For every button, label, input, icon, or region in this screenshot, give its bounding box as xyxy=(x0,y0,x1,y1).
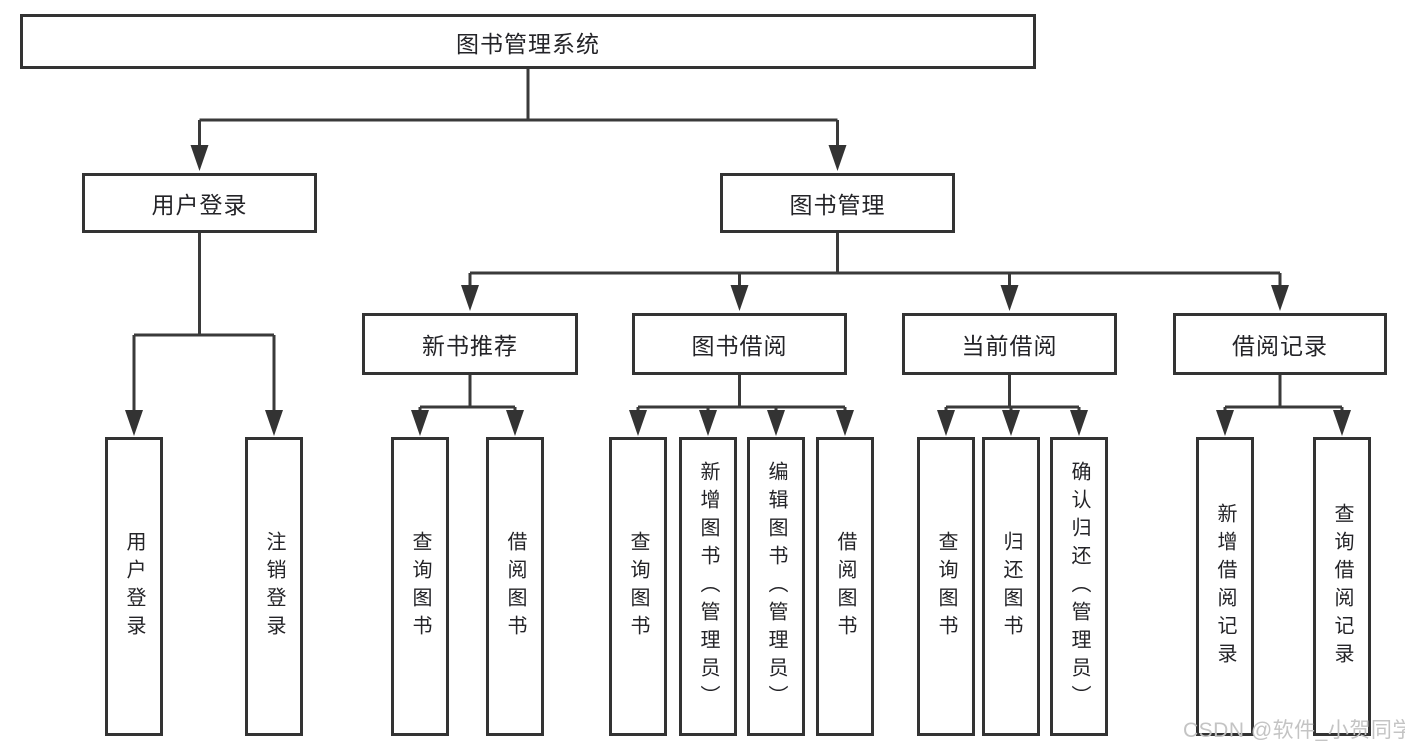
node-user-login: 用户登录 xyxy=(82,173,317,233)
leaf-edit-books-admin: 编辑图书（管理员） xyxy=(747,437,805,736)
leaf-borrow-books-1: 借阅图书 xyxy=(486,437,544,736)
leaf-add-borrow-record-label: 新增借阅记录 xyxy=(1214,502,1236,671)
node-root-label: 图书管理系统 xyxy=(456,30,600,57)
leaf-logout-label: 注销登录 xyxy=(263,530,285,643)
node-borrow-records-label: 借阅记录 xyxy=(1232,333,1328,359)
node-current-borrow: 当前借阅 xyxy=(902,313,1117,375)
node-root: 图书管理系统 xyxy=(20,14,1036,69)
leaf-query-borrow-record-label: 查询借阅记录 xyxy=(1331,502,1353,671)
leaf-confirm-return-admin: 确认归还（管理员） xyxy=(1050,437,1108,736)
node-user-login-label: 用户登录 xyxy=(151,192,248,218)
leaf-return-books: 归还图书 xyxy=(982,437,1040,736)
node-book-borrow: 图书借阅 xyxy=(632,313,847,375)
leaf-query-books-1-label: 查询图书 xyxy=(409,530,431,643)
leaf-logout: 注销登录 xyxy=(245,437,303,736)
leaf-user-login-label: 用户登录 xyxy=(123,530,145,643)
csdn-watermark: CSDN @软件_小贺同学 xyxy=(1183,719,1405,742)
leaf-query-books-2: 查询图书 xyxy=(609,437,667,736)
leaf-user-login: 用户登录 xyxy=(105,437,163,736)
node-new-book-recommend-label: 新书推荐 xyxy=(422,333,518,359)
leaf-borrow-books-2: 借阅图书 xyxy=(816,437,874,736)
leaf-borrow-books-1-label: 借阅图书 xyxy=(504,530,526,643)
node-book-management-label: 图书管理 xyxy=(789,192,886,218)
leaf-query-books-3: 查询图书 xyxy=(917,437,975,736)
leaf-add-books-admin-label: 新增图书（管理员） xyxy=(697,460,719,713)
leaf-query-books-1: 查询图书 xyxy=(391,437,449,736)
node-borrow-records: 借阅记录 xyxy=(1173,313,1387,375)
node-new-book-recommend: 新书推荐 xyxy=(362,313,578,375)
leaf-edit-books-admin-label: 编辑图书（管理员） xyxy=(765,460,787,713)
leaf-query-borrow-record: 查询借阅记录 xyxy=(1313,437,1371,736)
leaf-confirm-return-admin-label: 确认归还（管理员） xyxy=(1068,460,1090,713)
leaf-query-books-3-label: 查询图书 xyxy=(935,530,957,643)
node-book-borrow-label: 图书借阅 xyxy=(691,333,788,359)
leaf-add-borrow-record: 新增借阅记录 xyxy=(1196,437,1254,736)
leaf-return-books-label: 归还图书 xyxy=(1000,530,1022,643)
leaf-query-books-2-label: 查询图书 xyxy=(627,530,649,643)
node-book-management: 图书管理 xyxy=(720,173,955,233)
node-current-borrow-label: 当前借阅 xyxy=(961,333,1058,359)
leaf-borrow-books-2-label: 借阅图书 xyxy=(834,530,856,643)
leaf-add-books-admin: 新增图书（管理员） xyxy=(679,437,737,736)
